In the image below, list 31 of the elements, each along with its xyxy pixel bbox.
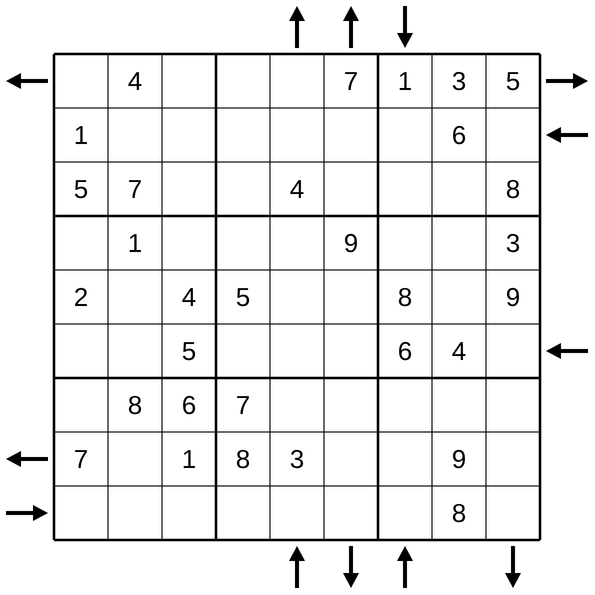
given-digit: 1: [74, 120, 88, 150]
given-digit: 5: [182, 336, 196, 366]
given-digit: 8: [452, 498, 466, 528]
given-digit: 6: [398, 336, 412, 366]
given-digit: 3: [290, 444, 304, 474]
given-digit: 8: [236, 444, 250, 474]
given-digit: 7: [344, 66, 358, 96]
given-digit: 1: [128, 228, 142, 258]
given-digit: 4: [452, 336, 466, 366]
given-digit: 3: [506, 228, 520, 258]
given-digit: 8: [128, 390, 142, 420]
given-digit: 7: [74, 444, 88, 474]
given-digit: 9: [344, 228, 358, 258]
given-digit: 6: [452, 120, 466, 150]
given-digit: 7: [128, 174, 142, 204]
given-digit: 9: [506, 282, 520, 312]
given-digit: 9: [452, 444, 466, 474]
given-digit: 4: [182, 282, 196, 312]
given-digit: 3: [452, 66, 466, 96]
given-digit: 5: [74, 174, 88, 204]
given-digit: 8: [398, 282, 412, 312]
given-digit: 2: [74, 282, 88, 312]
given-digit: 4: [128, 66, 142, 96]
given-digit: 7: [236, 390, 250, 420]
given-digit: 5: [236, 282, 250, 312]
given-digit: 6: [182, 390, 196, 420]
given-digit: 8: [506, 174, 520, 204]
given-digit: 1: [398, 66, 412, 96]
given-digit: 1: [182, 444, 196, 474]
given-digit: 5: [506, 66, 520, 96]
given-digit: 4: [290, 174, 304, 204]
